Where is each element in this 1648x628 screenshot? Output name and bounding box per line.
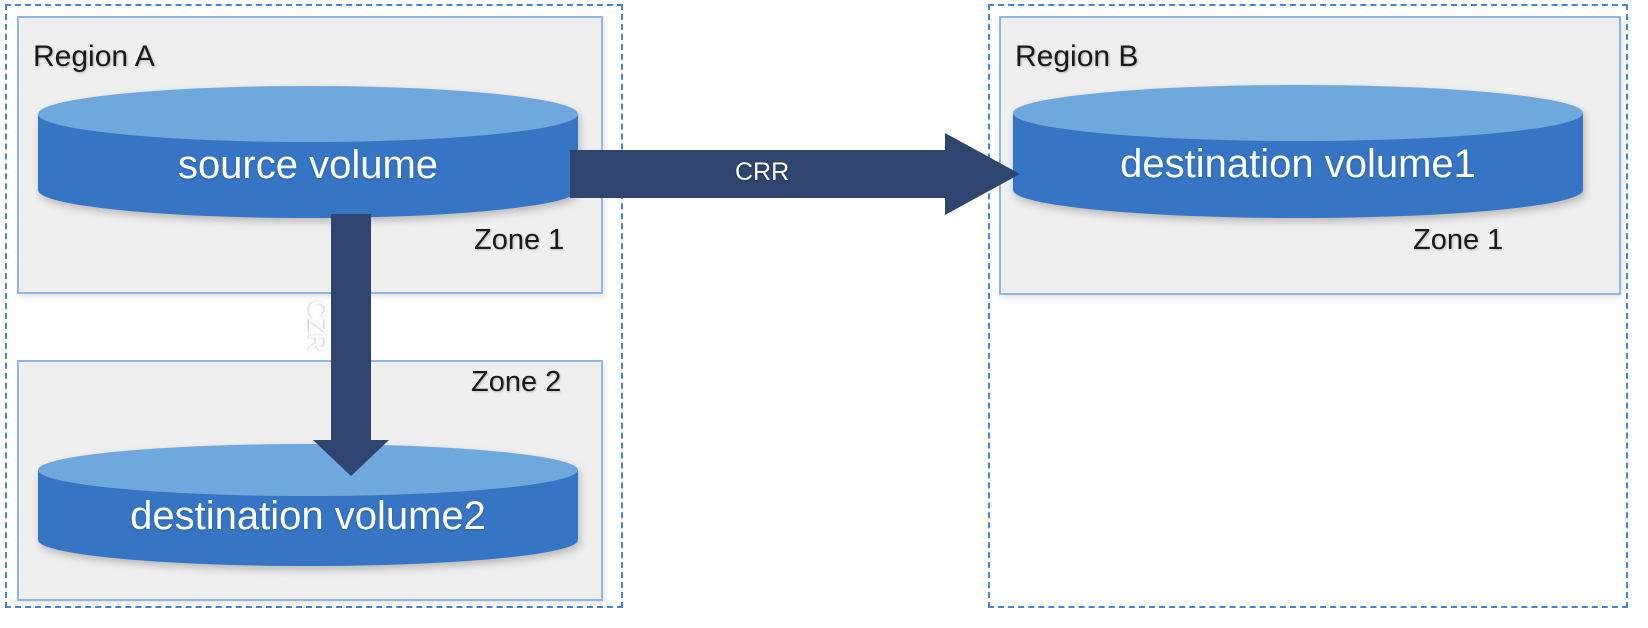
destination-volume1-label: destination volume1 xyxy=(1120,142,1476,186)
zone-b1-label: Zone 1 xyxy=(1413,224,1504,256)
cylinder-top-ellipse xyxy=(1013,85,1583,141)
source-volume-label: source volume xyxy=(177,143,439,187)
czr-arrow-icon xyxy=(313,214,389,476)
region-b-container xyxy=(988,4,1628,608)
crr-arrow-label: CRR xyxy=(735,158,790,186)
zone-a2-label: Zone 2 xyxy=(471,366,562,398)
destination-volume2-cylinder[interactable]: destination volume2 xyxy=(38,444,578,566)
destination-volume2-label: destination volume2 xyxy=(130,494,486,538)
destination-volume1-cylinder[interactable]: destination volume1 xyxy=(1013,85,1583,218)
cylinder-top-ellipse xyxy=(38,86,578,142)
cylinder-top-ellipse xyxy=(38,444,578,496)
source-volume-cylinder[interactable]: source volume xyxy=(38,86,578,218)
region-a-title: Region A xyxy=(33,40,155,73)
zone-a1-label: Zone 1 xyxy=(474,224,565,256)
czr-arrow-label: CZR xyxy=(303,300,331,352)
region-b-title: Region B xyxy=(1015,40,1139,73)
region-a-container xyxy=(5,4,623,608)
crr-arrow-icon xyxy=(570,133,1020,215)
